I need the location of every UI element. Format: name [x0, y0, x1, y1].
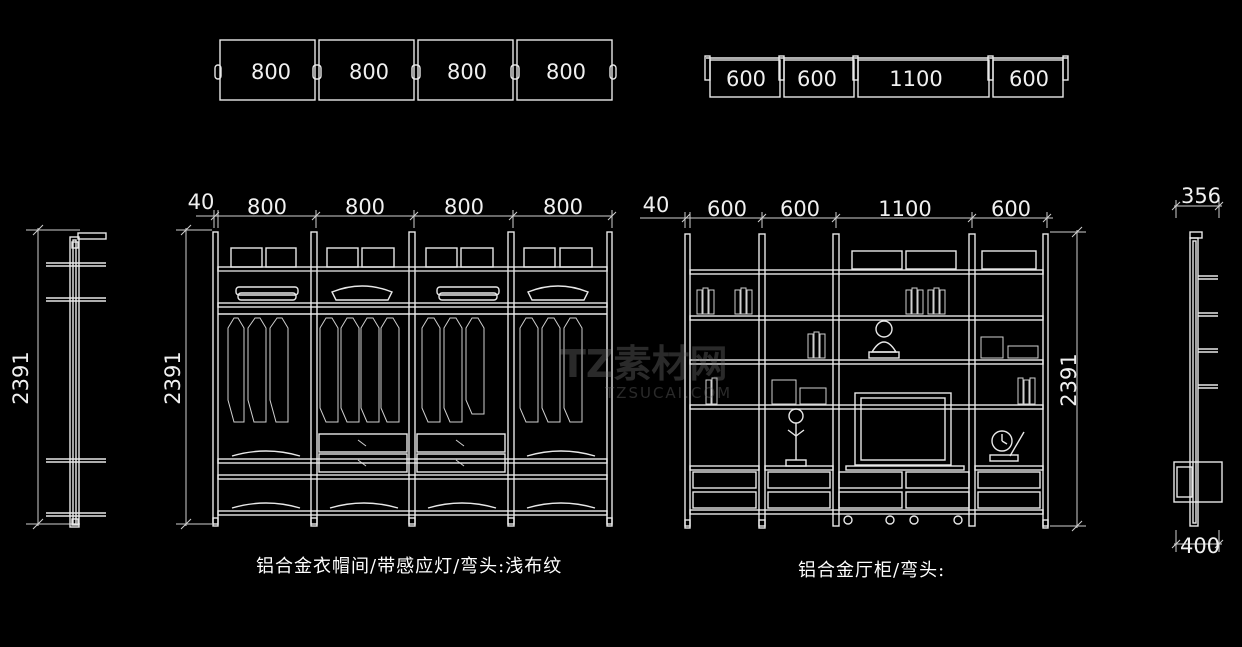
- plan-view-cabinet: 600 600 1100 600: [704, 55, 1069, 98]
- wardrobe-width-1: 800: [247, 195, 287, 219]
- wardrobe-height-label: 2391: [161, 351, 185, 404]
- plan-module-1: [219, 39, 316, 101]
- cabinet-elevation: 40 600 600 1100 600 2391: [640, 193, 1086, 532]
- side-width-label: 400: [1180, 534, 1220, 558]
- plan-label-2: 800: [349, 60, 389, 84]
- plan-view-wardrobe: 800 800 800 800: [214, 39, 617, 101]
- cabinet-width-1: 600: [707, 197, 747, 221]
- cabinet-caption: 铝合金厅柜/弯头:: [798, 560, 946, 581]
- cabinet-gap-label: 40: [643, 193, 670, 217]
- wardrobe-side-view: 2391: [9, 224, 107, 530]
- plan-cab-label-3: 1100: [889, 67, 942, 91]
- cabinet-width-4: 600: [991, 197, 1031, 221]
- cabinet-side-view: 356 400: [1171, 184, 1224, 558]
- books: [696, 287, 1039, 405]
- side-height-label: 2391: [9, 351, 33, 404]
- cabinet-width-2: 600: [780, 197, 820, 221]
- wardrobe-gap-label: 40: [188, 190, 215, 214]
- wardrobe-elevation: 40 800 800 800 800 2391: [161, 190, 617, 530]
- wardrobe-width-2: 800: [345, 195, 385, 219]
- plan-label-3: 800: [447, 60, 487, 84]
- plan-cab-label-2: 600: [797, 67, 837, 91]
- plan-module-4: [516, 39, 613, 101]
- wardrobe-caption: 铝合金衣帽间/带感应灯/弯头:浅布纹: [256, 556, 563, 577]
- statue: [785, 408, 807, 467]
- tv: [845, 392, 965, 471]
- plan-cab-label-4: 600: [1009, 67, 1049, 91]
- hanging-clothes: [227, 317, 583, 423]
- plan-cab-label-1: 600: [726, 67, 766, 91]
- side-depth-label: 356: [1181, 184, 1221, 208]
- plan-module-3: [417, 39, 514, 101]
- wardrobe-width-4: 800: [543, 195, 583, 219]
- cabinet-width-3: 1100: [878, 197, 931, 221]
- wardrobe-width-3: 800: [444, 195, 484, 219]
- clock: [989, 430, 1025, 462]
- plan-label-4: 800: [546, 60, 586, 84]
- bust-sculpture: [868, 320, 900, 359]
- plan-module-2: [318, 39, 415, 101]
- plan-label-1: 800: [251, 60, 291, 84]
- cabinet-height-label: 2391: [1057, 353, 1081, 406]
